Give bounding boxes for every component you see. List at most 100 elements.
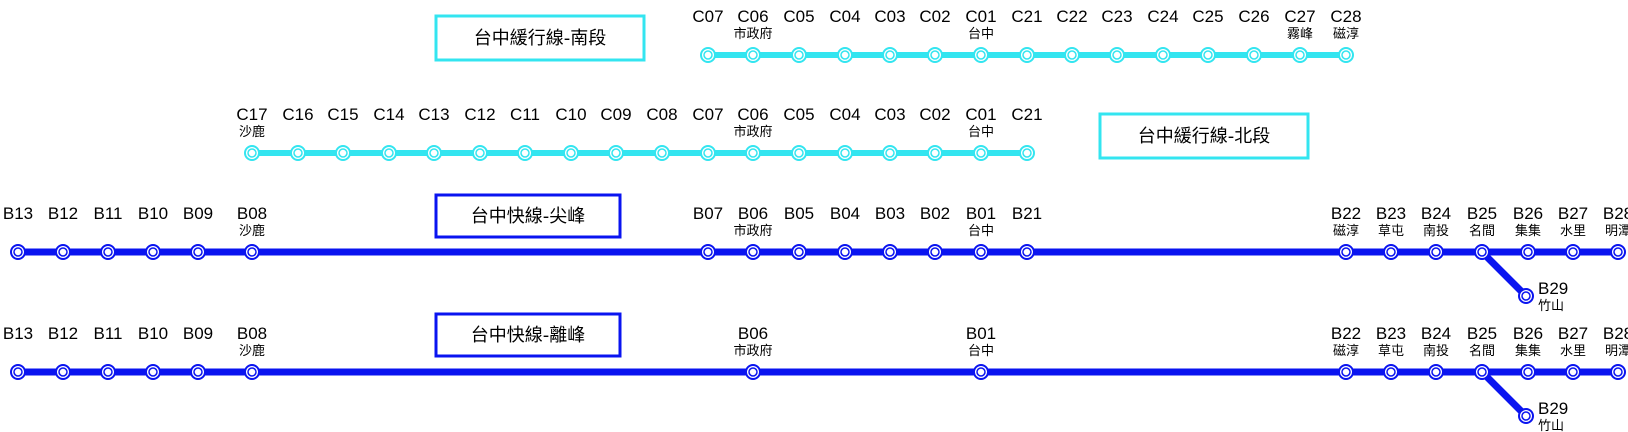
station-marker-inner xyxy=(429,148,439,158)
station-marker-inner xyxy=(13,367,23,377)
station-marker-inner xyxy=(520,148,530,158)
station-marker-inner xyxy=(611,148,621,158)
station-marker-inner xyxy=(703,50,713,60)
station-marker-inner xyxy=(885,148,895,158)
station-code: C26 xyxy=(1238,7,1269,26)
station-marker-inner xyxy=(840,50,850,60)
station-marker-inner xyxy=(794,247,804,257)
station-marker-inner xyxy=(193,367,203,377)
station-code: B12 xyxy=(48,204,78,223)
station-code: B25 xyxy=(1467,324,1497,343)
station-code: B23 xyxy=(1376,204,1406,223)
station-marker-inner xyxy=(247,247,257,257)
station-marker-inner xyxy=(1112,50,1122,60)
station-code: B22 xyxy=(1331,204,1361,223)
station-code: B27 xyxy=(1558,204,1588,223)
station-code: C04 xyxy=(829,7,860,26)
station-name: 水里 xyxy=(1560,224,1586,239)
station-marker-inner xyxy=(1022,50,1032,60)
station-marker-inner xyxy=(193,247,203,257)
station-marker-inner xyxy=(1249,50,1259,60)
station-marker-inner xyxy=(475,148,485,158)
station-name: 集集 xyxy=(1515,343,1541,359)
station-code: C13 xyxy=(418,105,449,124)
station-code: B10 xyxy=(138,324,168,343)
station-code: C21 xyxy=(1011,105,1042,124)
station-code: C16 xyxy=(282,105,313,124)
station-name: 台中 xyxy=(968,344,994,359)
station-marker-inner xyxy=(748,367,758,377)
station-marker-inner xyxy=(1386,247,1396,257)
station-marker-inner xyxy=(885,50,895,60)
station-marker-inner xyxy=(13,247,23,257)
station-code: C15 xyxy=(327,105,358,124)
station-marker-inner xyxy=(703,247,713,257)
station-marker-inner xyxy=(794,148,804,158)
branch-station-name: 竹山 xyxy=(1538,419,1564,432)
station-code: C02 xyxy=(919,7,950,26)
station-marker-inner xyxy=(976,367,986,377)
station-marker-inner xyxy=(384,148,394,158)
station-code: C28 xyxy=(1330,7,1361,26)
station-marker-inner xyxy=(840,247,850,257)
station-name: 市政府 xyxy=(733,124,772,140)
fast-offpeak-title-box: 台中快線-離峰 xyxy=(434,312,622,358)
slow-north-title: 台中緩行線-北段 xyxy=(1138,126,1271,147)
station-code: B24 xyxy=(1421,204,1451,223)
station-code: B07 xyxy=(693,204,723,223)
station-code: B08 xyxy=(237,324,267,343)
branch-track xyxy=(1478,368,1530,420)
station-code: C06 xyxy=(737,7,768,26)
station-marker-inner xyxy=(247,148,257,158)
station-code: B06 xyxy=(738,324,768,343)
station-marker-inner xyxy=(338,148,348,158)
station-code: B11 xyxy=(94,324,123,343)
station-marker-inner xyxy=(748,148,758,158)
station-code: B03 xyxy=(875,204,905,223)
station-marker-inner xyxy=(1431,367,1441,377)
station-code: B10 xyxy=(138,204,168,223)
station-name: 草屯 xyxy=(1378,224,1404,239)
station-code: B13 xyxy=(3,204,33,223)
station-marker-inner xyxy=(148,367,158,377)
station-marker-inner xyxy=(1158,50,1168,60)
station-name: 霧峰 xyxy=(1287,27,1313,42)
station-marker-inner xyxy=(1341,247,1351,257)
station-code: C12 xyxy=(464,105,495,124)
station-marker-inner xyxy=(976,247,986,257)
station-name: 明潭 xyxy=(1605,224,1628,239)
station-marker-inner xyxy=(148,247,158,257)
station-code: C21 xyxy=(1011,7,1042,26)
branch-track xyxy=(1478,248,1530,300)
station-marker-inner xyxy=(1523,247,1533,257)
station-name: 水里 xyxy=(1560,344,1586,359)
station-name: 磁淳 xyxy=(1333,223,1359,239)
station-code: B25 xyxy=(1467,204,1497,223)
station-code: C09 xyxy=(600,105,631,124)
station-marker-inner xyxy=(1022,247,1032,257)
station-code: C07 xyxy=(692,7,723,26)
station-marker-inner xyxy=(748,50,758,60)
station-code: B01 xyxy=(966,204,996,223)
station-code: C01 xyxy=(965,105,996,124)
station-marker-inner xyxy=(930,50,940,60)
station-code: B28 xyxy=(1603,324,1628,343)
station-marker-inner xyxy=(748,247,758,257)
station-marker-inner xyxy=(293,148,303,158)
fast-peak-title-box: 台中快線-尖峰 xyxy=(434,193,622,239)
station-marker-inner xyxy=(58,247,68,257)
station-marker-inner xyxy=(566,148,576,158)
station-code: B28 xyxy=(1603,204,1628,223)
station-marker-inner xyxy=(1067,50,1077,60)
slow-south-title: 台中緩行線-南段 xyxy=(474,28,607,49)
slow-south-title-box: 台中緩行線-南段 xyxy=(434,14,646,62)
station-marker-inner xyxy=(1477,247,1487,257)
branch-station-code: B29 xyxy=(1538,279,1568,298)
station-marker-inner xyxy=(1523,367,1533,377)
station-name: 名間 xyxy=(1469,223,1495,239)
station-name: 台中 xyxy=(968,224,994,239)
station-marker-inner xyxy=(840,148,850,158)
station-name: 草屯 xyxy=(1378,344,1404,359)
